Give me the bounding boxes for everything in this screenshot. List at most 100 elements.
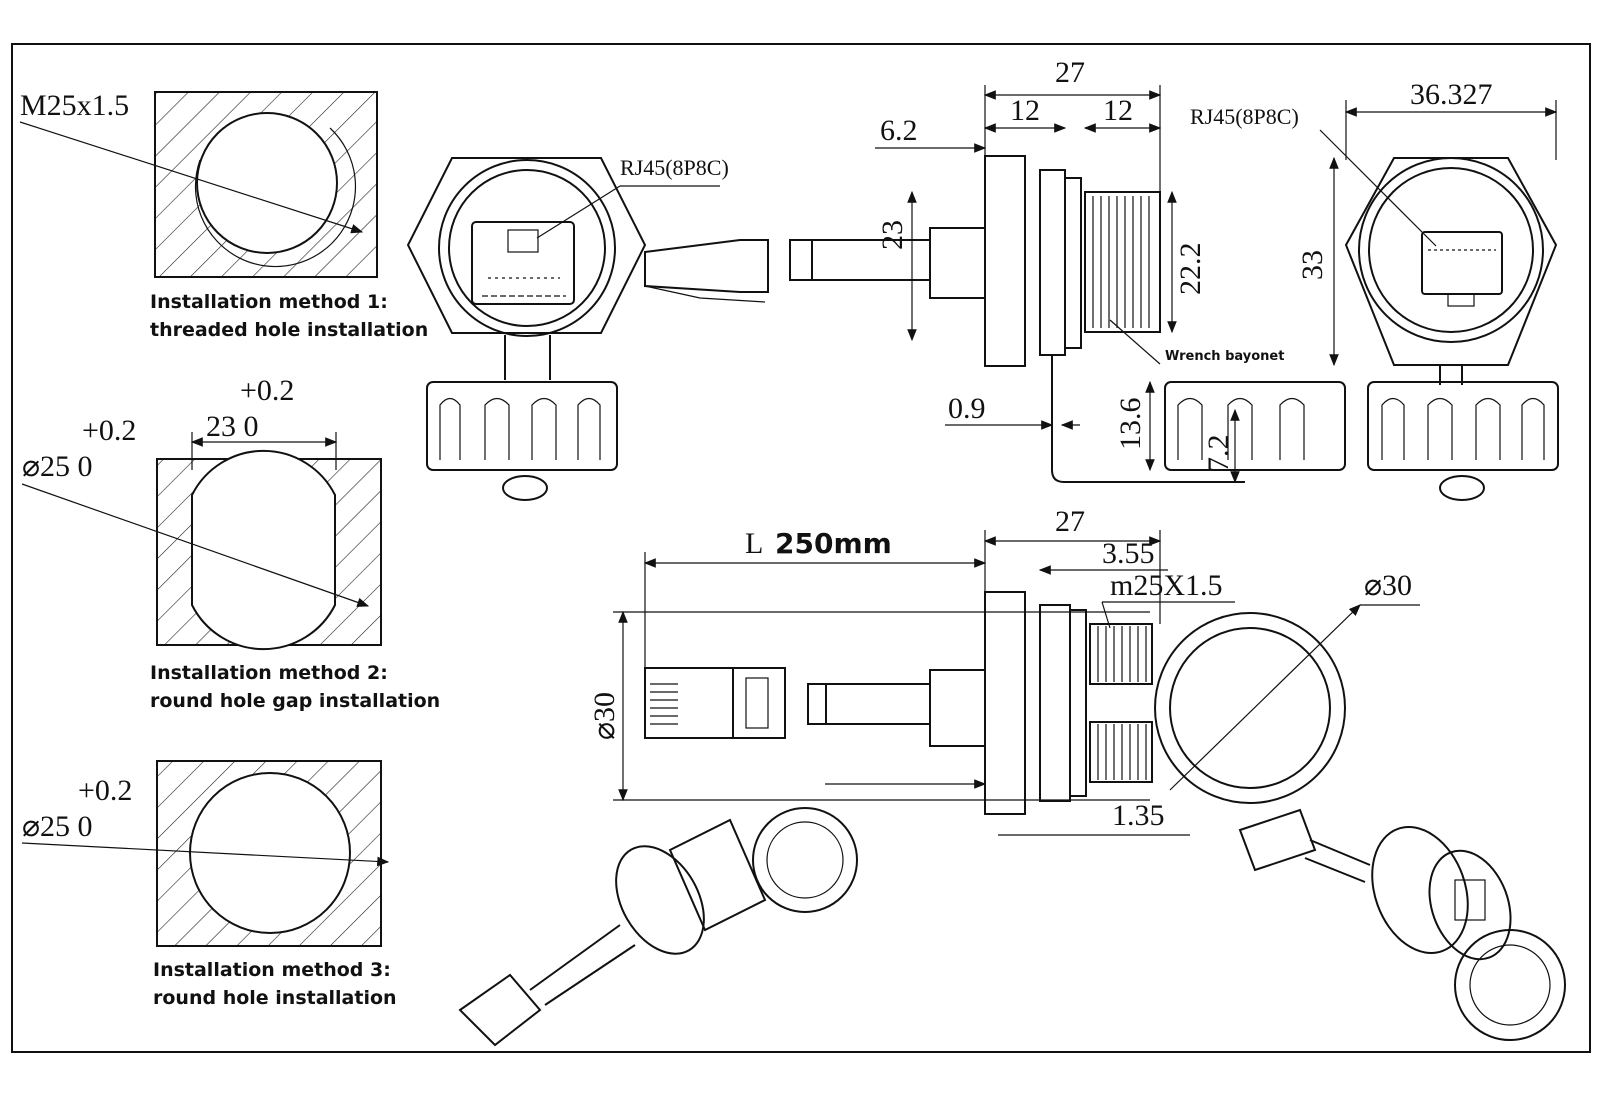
side-plug-height: 23 [876, 220, 909, 250]
side-gasket [1064, 177, 1082, 349]
bottom-thread-upper [1089, 623, 1153, 685]
bottom-plug-taper [733, 667, 786, 739]
method-3-leader [21, 842, 390, 867]
bottom-thread-len: 3.55 [1102, 537, 1155, 570]
side-sleeve [929, 227, 986, 299]
method-3-dia-tol: +0.2 [78, 774, 132, 807]
iso-right-plug [1238, 808, 1317, 872]
method-3-hole [189, 772, 351, 934]
side-wrench-label: Wrench bayonet [1165, 349, 1284, 364]
bottom-cap-inner [1169, 627, 1331, 789]
bottom-thread-leader-tip [1101, 601, 1111, 629]
iso-left-plug [458, 973, 542, 1047]
side-cap-inner: 7.2 [1202, 435, 1235, 473]
side-gasket-dim: 0.9 [948, 392, 986, 425]
iso-sketch-right [1238, 808, 1566, 1041]
front-connector-label: RJ45(8P8C) [620, 155, 729, 180]
method-1-hole [196, 112, 338, 254]
right-rj45-jack [1421, 231, 1503, 295]
right-view: RJ45(8P8C) 36.327 33 [1190, 78, 1559, 501]
iso-left-nut [615, 845, 705, 955]
right-connector-label: RJ45(8P8C) [1190, 104, 1299, 129]
bottom-cap-outer [1154, 612, 1346, 804]
side-nut [984, 155, 1026, 367]
front-screw [502, 475, 548, 501]
method-2-round-hole-gap: +0.2 23 0 +0.2 ⌀25 0 Installation method… [21, 374, 440, 712]
rj45-plug-top [644, 239, 930, 303]
side-tether [1051, 355, 1245, 483]
bottom-length: 250mm [775, 527, 892, 560]
method-2-hole [191, 449, 336, 651]
front-view: RJ45(8P8C) [406, 155, 729, 501]
bottom-total-width: 27 [1055, 505, 1085, 538]
bottom-cap-leader [1169, 604, 1361, 791]
iso-right-jack [1454, 879, 1486, 921]
iso-right-cap-inner [1469, 944, 1551, 1026]
method-2-dia: ⌀25 0 [22, 450, 93, 483]
bottom-rj45-contacts [650, 683, 678, 725]
bottom-gasket-dim: 1.35 [1112, 799, 1165, 832]
front-rj45-jack [471, 221, 575, 305]
method-1-caption-2: threaded hole installation [150, 319, 428, 341]
side-view: 27 12 12 6.2 23 22.2 Wrench bayonet 0.9 … [875, 56, 1346, 484]
right-height: 33 [1296, 250, 1329, 280]
right-hex-nut [1344, 157, 1558, 366]
right-cap [1367, 381, 1559, 471]
right-rj45-latch [1447, 293, 1475, 307]
side-thread-dia: 22.2 [1174, 243, 1207, 296]
bottom-view: L 250mm 27 3.55 m25X1.5 ⌀30 1.35 ⌀30 [588, 505, 1420, 836]
front-hex-nut [406, 157, 647, 334]
side-wrench-leader [1109, 319, 1161, 365]
iso-right-cap [1454, 929, 1566, 1041]
bottom-nut [984, 591, 1026, 815]
method-2-caption-1: Installation method 2: [150, 662, 388, 684]
method-1-leader [19, 121, 364, 234]
side-left-width: 12 [1010, 94, 1040, 127]
bottom-plug-window [745, 677, 769, 729]
iso-right-nut [1371, 826, 1469, 954]
front-cap [426, 381, 618, 471]
method-2-leader [21, 483, 370, 607]
iso-sketch-left [458, 807, 858, 1047]
method-3-caption-2: round hole installation [153, 987, 397, 1009]
method-2-dia-tol: +0.2 [82, 414, 136, 447]
front-outer-ring [438, 159, 616, 337]
side-cap-grip [1177, 397, 1305, 460]
bottom-thread-lines [1097, 626, 1147, 780]
method-2-caption-2: round hole gap installation [150, 690, 440, 712]
rj45-plug-boot [789, 239, 813, 281]
bottom-height: ⌀30 [588, 692, 621, 740]
method-1-threaded-hole: M25x1.5 Installation method 1: threaded … [19, 89, 428, 341]
iso-left-cable [529, 924, 636, 1006]
method-3-caption-1: Installation method 3: [153, 959, 391, 981]
bottom-gasket [1069, 609, 1087, 797]
bottom-rj45-plug [644, 667, 734, 739]
front-inner-ring [448, 169, 606, 327]
right-width: 36.327 [1410, 78, 1493, 111]
side-flange-offset: 6.2 [880, 114, 918, 147]
method-2-width: 23 0 [206, 410, 259, 443]
iso-left-thread [668, 818, 767, 932]
side-flange [1039, 169, 1066, 356]
bottom-length-prefix: L [745, 527, 763, 560]
bottom-plug-boot [807, 683, 827, 725]
iso-left-cap-inner [766, 821, 844, 899]
right-outer-ring [1358, 157, 1544, 343]
method-3-dia: ⌀25 0 [22, 810, 93, 843]
rj45-plug-clip [644, 285, 766, 303]
right-screw [1439, 475, 1485, 501]
bottom-cap-dia: ⌀30 [1364, 569, 1412, 602]
front-rj45-latch [507, 229, 539, 253]
right-connector-leader [1319, 129, 1437, 247]
bottom-flange [1039, 604, 1071, 802]
side-cap [1164, 381, 1346, 471]
iso-right-face [1428, 849, 1512, 961]
side-thread-lines [1092, 196, 1150, 328]
method-1-caption-1: Installation method 1: [150, 291, 388, 313]
method-3-round-hole: +0.2 ⌀25 0 Installation method 3: round … [21, 760, 397, 1009]
front-tether [504, 335, 551, 380]
side-total-width: 27 [1055, 56, 1085, 89]
bottom-thread-lower [1089, 721, 1153, 783]
bottom-thread-spec: m25X1.5 [1110, 569, 1223, 602]
